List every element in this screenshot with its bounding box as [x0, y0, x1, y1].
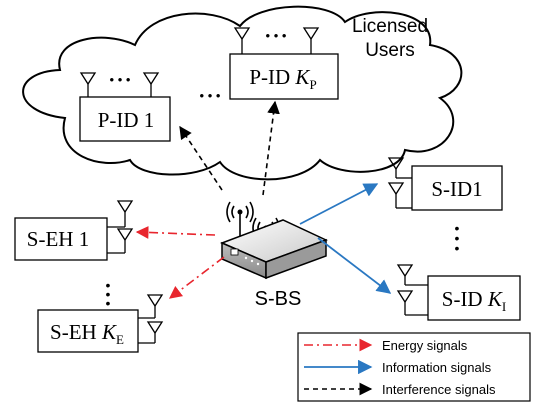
legend-label-information: Information signals — [382, 360, 492, 375]
information-arrow-to-s-id-ki — [317, 237, 392, 294]
energy-arrow-to-s-eh-1 — [135, 226, 216, 239]
id-nodes-ellipsis-icon: • — [455, 220, 460, 236]
eh-node-ke: S-EH KE — [37, 294, 164, 353]
eh-nodes-ellipsis-icon: • — [106, 295, 111, 311]
primary-node-kp: • • • P-ID KP — [229, 27, 339, 100]
legend-label-interference: Interference signals — [382, 382, 496, 397]
base-station — [219, 201, 328, 280]
cloud-title-line1: Licensed — [352, 16, 428, 37]
s-eh-1-label: S-EH 1 — [27, 227, 89, 251]
id-nodes-ellipsis-icon: • — [455, 240, 460, 256]
antenna-ellipsis: • • • — [110, 72, 131, 87]
s-id-1-label: S-ID1 — [431, 177, 482, 201]
legend: Energy signals Information signals Inter… — [297, 332, 531, 402]
energy-arrow-to-s-eh-ke — [168, 256, 225, 299]
antenna-icon — [138, 294, 164, 344]
p-id-1-label: P-ID 1 — [98, 108, 155, 132]
antenna-icon — [79, 72, 160, 97]
eh-nodes-ellipsis-icon: • — [106, 286, 111, 302]
primary-nodes-ellipsis: • • • — [200, 88, 221, 103]
interference-arrow-to-p-id-kp — [262, 100, 280, 196]
id-node-1: S-ID1 — [387, 157, 503, 211]
cloud-title-line2: Users — [365, 40, 415, 61]
s-eh-ke-label: S-EH KE — [50, 320, 124, 347]
antenna-icon — [107, 200, 134, 254]
interference-arrow-to-p-id-1 — [179, 125, 223, 191]
legend-item-energy: Energy signals — [304, 338, 468, 353]
eh-nodes-ellipsis-icon: • — [106, 277, 111, 293]
s-id-ki-label: S-ID KI — [442, 287, 506, 314]
id-nodes-ellipsis-icon: • — [455, 230, 460, 246]
legend-item-interference: Interference signals — [304, 382, 496, 397]
primary-node-1: • • • P-ID 1 — [79, 72, 171, 142]
legend-item-information: Information signals — [304, 359, 492, 375]
antenna-ellipsis: • • • — [266, 28, 287, 43]
antenna-icon — [387, 157, 412, 209]
legend-label-energy: Energy signals — [382, 338, 468, 353]
id-node-ki: S-ID KI — [396, 264, 521, 321]
antenna-icon — [396, 264, 428, 316]
p-id-kp-label: P-ID KP — [249, 65, 316, 92]
information-arrow-to-s-id-1 — [299, 183, 379, 225]
base-station-label: S-BS — [255, 288, 302, 310]
eh-node-1: S-EH 1 — [14, 200, 134, 261]
antenna-icon — [233, 27, 320, 54]
